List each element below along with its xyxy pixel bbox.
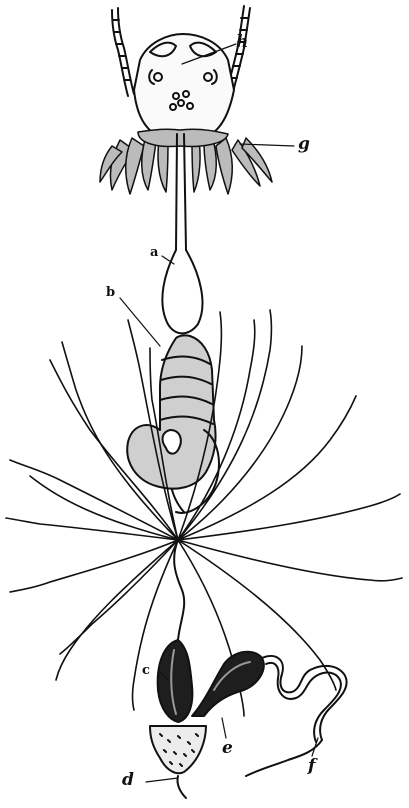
- label-c: c: [142, 664, 150, 677]
- label-d: d: [122, 772, 134, 789]
- label-b: b: [106, 286, 115, 299]
- label-e: e: [222, 740, 233, 757]
- gill-tuft: [100, 129, 272, 194]
- left-antenna: [112, 8, 134, 96]
- label-g: g: [298, 136, 310, 153]
- label-f: f: [308, 758, 315, 775]
- label-a: a: [150, 246, 158, 259]
- label-h: h: [236, 34, 248, 51]
- coiled-stomach: [127, 335, 219, 512]
- accessory-gland: [192, 652, 347, 776]
- terminal-segment: [150, 726, 206, 798]
- rectum: [158, 540, 193, 722]
- head: [134, 34, 234, 132]
